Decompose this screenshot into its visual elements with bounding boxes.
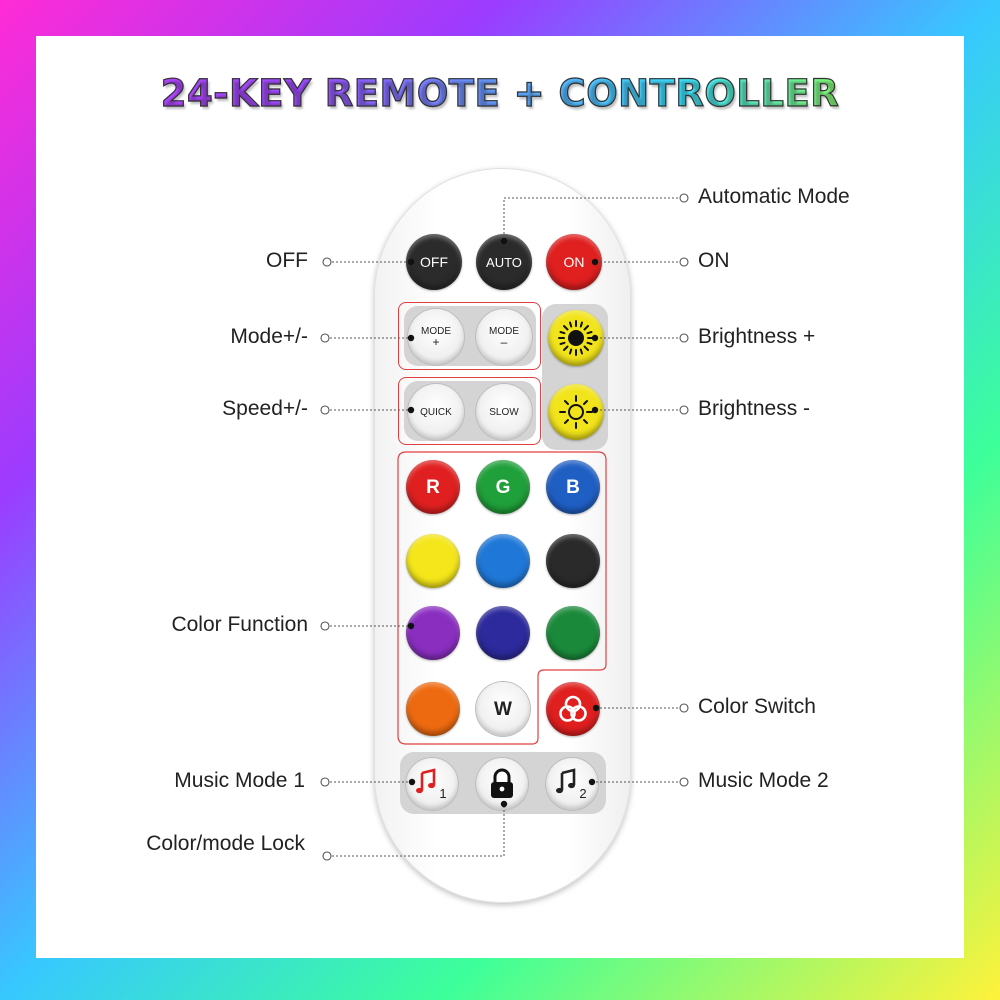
label-color-mode-lock: Color/mode Lock bbox=[146, 832, 305, 855]
music-mode-1-number: 1 bbox=[439, 786, 446, 801]
lock-icon bbox=[491, 768, 513, 798]
label-off: OFF bbox=[266, 249, 308, 272]
label-brightness-minus: Brightness - bbox=[698, 397, 811, 420]
auto-button[interactable]: AUTO bbox=[476, 234, 532, 290]
white-button[interactable]: W bbox=[476, 682, 530, 736]
music-mode-1-button[interactable]: 1 bbox=[406, 758, 458, 810]
off-button-label: OFF bbox=[420, 253, 448, 270]
light-blue-button[interactable] bbox=[476, 534, 530, 588]
orange-button[interactable] bbox=[406, 682, 460, 736]
slow-button[interactable]: SLOW bbox=[476, 384, 532, 440]
label-color-function: Color Function bbox=[171, 613, 308, 636]
slow-button-label: SLOW bbox=[489, 406, 519, 418]
page-title: 24-KEY REMOTE + CONTROLLER bbox=[0, 71, 1000, 115]
mode-group-outline bbox=[398, 302, 541, 370]
mode-plus-button[interactable]: MODE + bbox=[408, 309, 464, 365]
color-switch-button[interactable] bbox=[546, 682, 600, 736]
brightness-minus-button[interactable] bbox=[548, 384, 604, 440]
yellow-button[interactable] bbox=[406, 534, 460, 588]
red-button-label: R bbox=[426, 476, 440, 498]
label-music-mode-2: Music Mode 2 bbox=[698, 769, 829, 792]
black-button[interactable] bbox=[546, 534, 600, 588]
auto-button-label: AUTO bbox=[486, 254, 522, 270]
music-note-2-icon: 2 bbox=[556, 768, 587, 801]
mode-minus-button[interactable]: MODE – bbox=[476, 309, 532, 365]
mode-plus-label-top: MODE bbox=[421, 325, 451, 337]
color-switch-icon bbox=[559, 695, 587, 722]
indigo-button[interactable] bbox=[476, 606, 530, 660]
label-speed: Speed+/- bbox=[222, 397, 308, 420]
mode-minus-label-sign: – bbox=[500, 334, 508, 349]
sun-dim-icon bbox=[559, 395, 593, 429]
music-mode-2-button[interactable]: 2 bbox=[546, 758, 598, 810]
on-button-label: ON bbox=[563, 253, 585, 270]
quick-button[interactable]: QUICK bbox=[408, 384, 464, 440]
label-music-mode-1: Music Mode 1 bbox=[174, 769, 305, 792]
dark-green-button[interactable] bbox=[546, 606, 600, 660]
on-button[interactable]: ON bbox=[546, 234, 602, 290]
green-button[interactable]: G bbox=[476, 460, 530, 514]
quick-button-label: QUICK bbox=[420, 406, 452, 418]
green-button-label: G bbox=[495, 476, 511, 498]
label-mode: Mode+/- bbox=[230, 325, 308, 348]
blue-button-label: B bbox=[566, 476, 580, 498]
music-mode-2-number: 2 bbox=[579, 786, 586, 801]
speed-group-outline bbox=[398, 377, 541, 445]
music-note-1-icon: 1 bbox=[416, 768, 447, 801]
brightness-plus-button[interactable] bbox=[548, 310, 604, 366]
red-button[interactable]: R bbox=[406, 460, 460, 514]
sun-bright-icon bbox=[558, 320, 594, 356]
purple-button[interactable] bbox=[406, 606, 460, 660]
label-automatic-mode: Automatic Mode bbox=[698, 185, 850, 208]
label-color-switch: Color Switch bbox=[698, 695, 816, 718]
mode-minus-label-top: MODE bbox=[489, 325, 519, 337]
label-brightness-plus: Brightness + bbox=[698, 325, 816, 348]
mode-plus-label: MODE + bbox=[421, 326, 451, 349]
white-button-label: W bbox=[494, 698, 512, 720]
blue-button[interactable]: B bbox=[546, 460, 600, 514]
mode-minus-label: MODE – bbox=[489, 326, 519, 349]
mode-plus-label-sign: + bbox=[432, 334, 440, 349]
label-on: ON bbox=[698, 249, 730, 272]
lock-button[interactable] bbox=[476, 758, 528, 810]
off-button[interactable]: OFF bbox=[406, 234, 462, 290]
